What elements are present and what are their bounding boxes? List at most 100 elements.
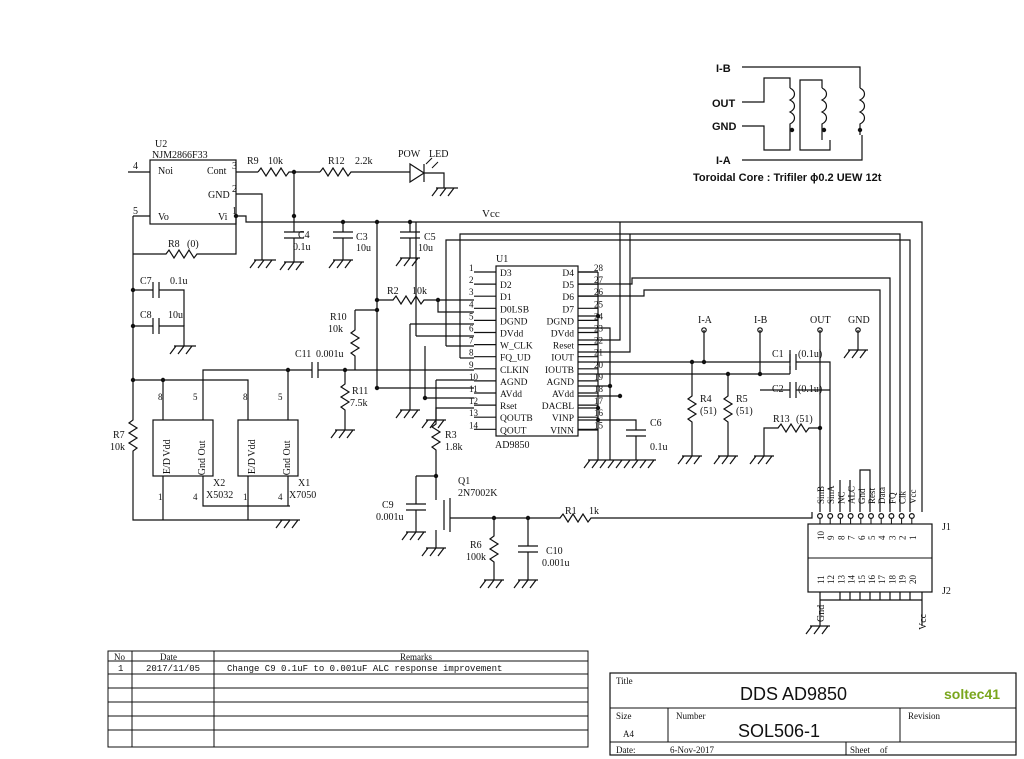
svg-text:2017/11/05: 2017/11/05	[146, 664, 200, 674]
svg-text:C6: C6	[650, 418, 662, 429]
svg-text:Vo: Vo	[158, 212, 169, 223]
svg-text:C2: C2	[772, 384, 784, 395]
connector-signal: Data	[877, 487, 887, 504]
u1-pin-num: 16	[594, 408, 604, 418]
svg-text:A4: A4	[623, 729, 634, 739]
u1-pin-num: 11	[469, 384, 478, 394]
svg-text:Cont: Cont	[207, 166, 227, 177]
connector-pin: 13	[836, 575, 846, 585]
svg-text:Noi: Noi	[158, 166, 173, 177]
svg-text:Gnd: Gnd	[282, 458, 293, 475]
connector-signal: Vcc	[908, 490, 918, 505]
u1-pin-name: VINN	[550, 426, 574, 436]
u2-part: NJM2866F33	[152, 150, 208, 161]
svg-text:2: 2	[232, 184, 237, 195]
svg-text:(51): (51)	[736, 406, 753, 417]
u1-pin-name: D4	[562, 269, 574, 279]
svg-text:10u: 10u	[356, 243, 371, 254]
connector-pin: 8	[836, 535, 846, 540]
svg-text:Out: Out	[282, 440, 293, 455]
u1-pin-name: D1	[500, 293, 512, 303]
connector-j1-j2: J1 J2 SinB10SinA9NC8ALC7Gnd6Rest5Data4FQ…	[805, 485, 951, 635]
u1-pin-name: DVdd	[551, 330, 574, 340]
svg-text:1k: 1k	[589, 506, 599, 517]
connector-pin: 20	[908, 575, 918, 585]
svg-text:X1: X1	[298, 478, 310, 489]
u1-pin-num: 2	[469, 275, 474, 285]
svg-text:4: 4	[278, 492, 283, 502]
u1-pin-num: 6	[469, 324, 474, 334]
svg-text:C5: C5	[424, 232, 436, 243]
u1-pin-name: DVdd	[500, 330, 523, 340]
svg-text:Q1: Q1	[458, 476, 470, 487]
u1-pin-name: FQ_UD	[500, 354, 531, 364]
u1-pin-num: 12	[469, 396, 478, 406]
led-led: LED	[429, 149, 448, 160]
svg-text:0.001u: 0.001u	[542, 558, 570, 569]
u1-pin-num: 4	[469, 299, 474, 309]
svg-text:Vi: Vi	[218, 212, 228, 223]
connector-vcc: Vcc	[918, 613, 929, 630]
svg-text:C7: C7	[140, 276, 152, 287]
svg-text:(0.1u): (0.1u)	[798, 384, 822, 395]
svg-text:7.5k: 7.5k	[350, 398, 368, 409]
svg-text:Remarks: Remarks	[400, 652, 432, 662]
u1-pin-num: 20	[594, 360, 604, 370]
svg-text:C11: C11	[295, 349, 311, 360]
connector-signal: SinA	[826, 485, 836, 504]
u1-pin-name: Reset	[553, 342, 574, 352]
svg-text:10k: 10k	[268, 156, 283, 167]
u1-pin-name: D2	[500, 281, 512, 291]
svg-text:R8: R8	[168, 239, 180, 250]
svg-text:Out: Out	[197, 440, 208, 455]
svg-text:5: 5	[278, 392, 283, 402]
u1-pin-name: DGND	[500, 317, 528, 327]
u1-pin-name: CLKIN	[500, 366, 529, 376]
connector-pin: 18	[887, 575, 897, 585]
u1-pin-name: DGND	[547, 317, 575, 327]
connector-pin: 15	[857, 575, 867, 585]
svg-text:(51): (51)	[796, 414, 813, 425]
u2-ref: U2	[155, 139, 167, 150]
u1-pin-name: D6	[562, 293, 574, 303]
svg-text:R5: R5	[736, 394, 748, 405]
svg-text:1: 1	[232, 206, 237, 217]
svg-text:C4: C4	[298, 230, 310, 241]
u1-pin-name: W_CLK	[500, 342, 533, 352]
u1-pin-num: 1	[469, 263, 474, 273]
svg-text:6-Nov-2017: 6-Nov-2017	[670, 745, 714, 755]
connector-pin: 12	[826, 575, 836, 584]
u1-pin-name: AVdd	[500, 390, 522, 400]
svg-text:8: 8	[243, 392, 248, 402]
svg-text:Number: Number	[676, 711, 706, 721]
u1-pin-num: 3	[469, 287, 474, 297]
u1-pin-num: 14	[469, 420, 479, 430]
svg-text:R1: R1	[565, 506, 577, 517]
port-gnd: GND	[848, 315, 870, 326]
svg-text:of: of	[880, 745, 888, 755]
toroid-label-ia: I-A	[716, 155, 731, 167]
svg-text:R13: R13	[773, 414, 790, 425]
svg-text:(0.1u): (0.1u)	[798, 349, 822, 360]
u1-pin-name: D0LSB	[500, 305, 529, 315]
svg-text:X7050: X7050	[289, 490, 316, 501]
svg-text:4: 4	[193, 492, 198, 502]
connector-pin: 9	[826, 535, 836, 540]
u1-ad9850: U1 AD9850 1D32D23D14D0LSB5DGND6DVdd7W_CL…	[469, 254, 604, 451]
connector-pin: 2	[898, 536, 908, 541]
u1-pin-name: QOUT	[500, 426, 527, 436]
svg-text:Date: Date	[160, 652, 177, 662]
u1-pin-name: D7	[562, 305, 574, 315]
svg-text:(0): (0)	[187, 239, 199, 250]
u1-pin-num: 25	[594, 299, 604, 309]
u1-pin-num: 13	[469, 408, 479, 418]
u1-pin-num: 17	[594, 396, 604, 406]
connector-signal: Clk	[898, 490, 908, 504]
drawing-title: DDS AD9850	[740, 684, 847, 704]
svg-text:0.001u: 0.001u	[376, 512, 404, 523]
svg-text:X2: X2	[213, 478, 225, 489]
svg-text:R12: R12	[328, 156, 345, 167]
connector-pin: 11	[816, 575, 826, 584]
led-pow: POW	[398, 149, 421, 160]
toroid-note: Toroidal Core : Trifiler ϕ0.2 UEW 12t	[693, 172, 882, 184]
